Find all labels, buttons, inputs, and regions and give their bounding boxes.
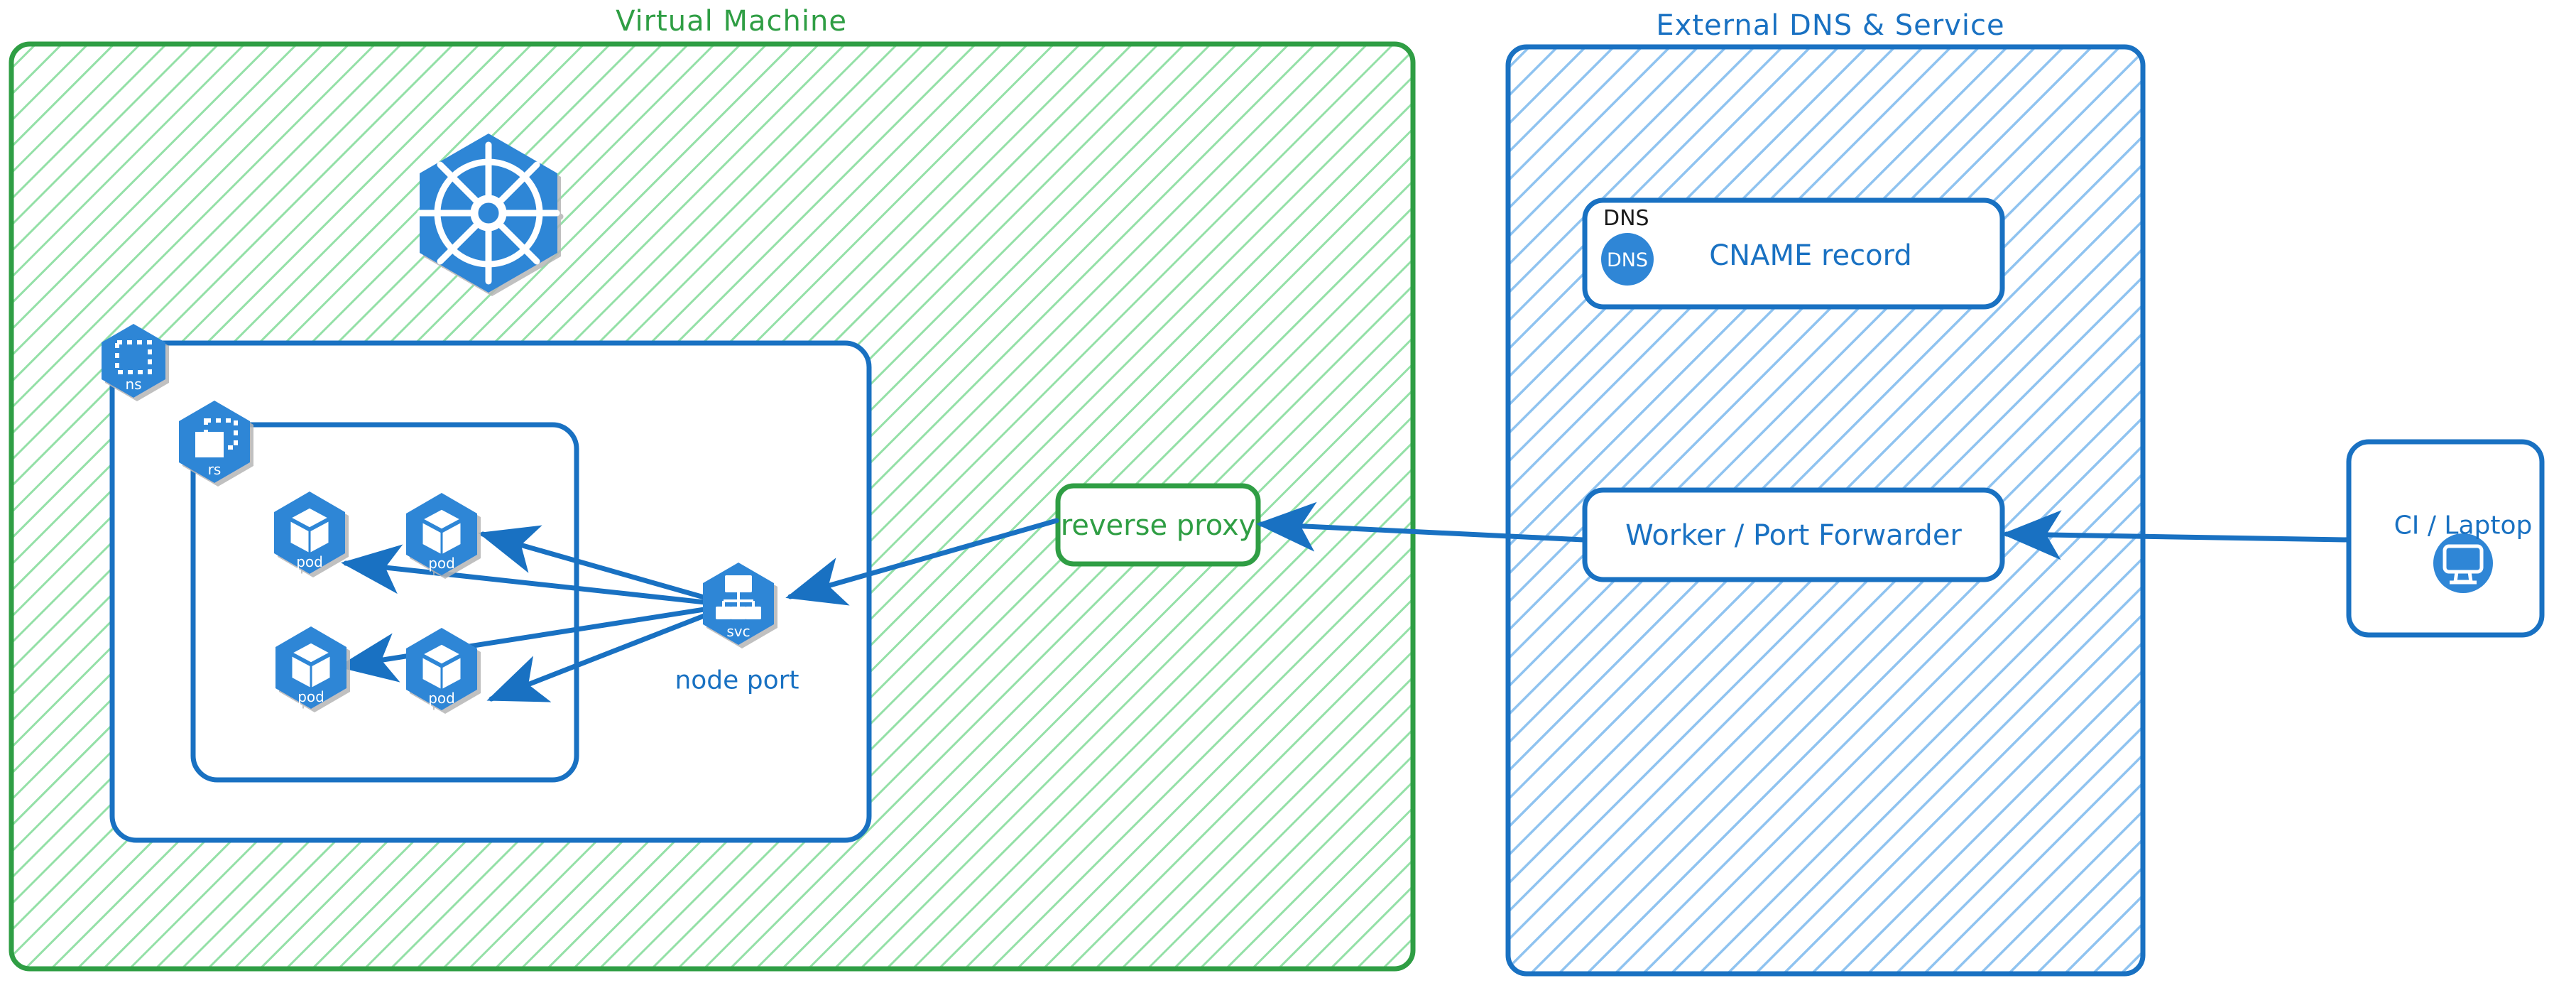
pod-icon-4: pod — [406, 628, 477, 710]
svg-text:pod: pod — [428, 690, 455, 707]
svg-text:pod: pod — [428, 555, 455, 572]
svg-text:rs: rs — [208, 461, 222, 478]
replicaset-box — [190, 422, 579, 783]
dns-card-header: DNS — [1603, 206, 1649, 231]
svg-text:pod: pod — [296, 553, 323, 570]
replicaset-icon: rs — [179, 401, 250, 483]
cname-record-label: CNAME record — [1709, 239, 1912, 272]
service-icon: svc — [703, 563, 774, 645]
ci-laptop-label: CI / Laptop — [2394, 511, 2533, 541]
external-container-title: External DNS & Service — [1656, 9, 2005, 42]
pod-icon-2: pod — [406, 493, 477, 575]
edge-service-to-pod-2 — [478, 525, 734, 608]
dns-circle-icon: DNS — [1601, 233, 1654, 286]
virtual-machine-title: Virtual Machine — [616, 5, 847, 38]
node-port-caption: node port — [675, 666, 799, 695]
reverse-proxy-label: reverse proxy — [1060, 509, 1256, 542]
namespace-icon: ns — [102, 324, 165, 398]
svg-text:ns: ns — [125, 376, 141, 393]
edge-ci-laptop-to-worker — [2002, 510, 2350, 560]
desktop-monitor-icon — [2433, 533, 2493, 593]
edge-reverse-proxy-to-service — [785, 518, 1059, 606]
edge-service-to-pod-1 — [341, 544, 734, 608]
svg-text:DNS: DNS — [1607, 249, 1648, 271]
svg-text:pod: pod — [298, 688, 324, 705]
edge-service-to-pod-4 — [486, 602, 734, 702]
pod-icon-1: pod — [274, 492, 345, 574]
worker-port-forwarder-label: Worker / Port Forwarder — [1625, 519, 1962, 552]
edge-worker-to-reverse-proxy — [1256, 501, 1586, 552]
dns-card[interactable] — [1582, 197, 2005, 310]
pod-icon-3: pod — [275, 626, 346, 709]
svg-text:svc: svc — [726, 623, 750, 640]
kubernetes-logo — [417, 134, 560, 293]
edge-group — [337, 501, 2350, 702]
